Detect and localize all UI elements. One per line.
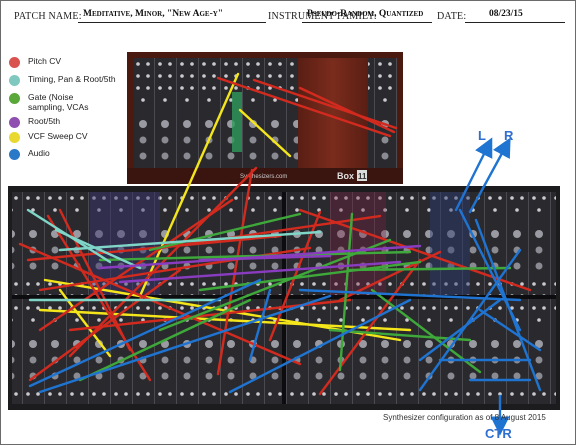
legend-item-gate: Gate (Noise sampling, VCAs [9, 92, 112, 112]
legend-label: Gate (Noise sampling, VCAs [28, 92, 89, 112]
legend-item-pitch-cv: Pitch CV [9, 56, 128, 68]
bottom-right-upper-bank [286, 192, 556, 296]
patch-name-label: PATCH NAME: [14, 11, 82, 22]
date-value: 08/23/15 [489, 9, 523, 19]
patch-cables [18, 72, 542, 436]
blue-module-tint [430, 192, 470, 296]
legend-item-root-5th: Root/5th [9, 116, 128, 128]
configuration-caption: Synthesizer configuration as of 8 August… [383, 413, 546, 422]
green-display [232, 92, 242, 152]
right-output-label: R [504, 128, 514, 143]
date-label: DATE: [437, 11, 467, 22]
legend-item-audio: Audio [9, 148, 128, 160]
instrument-family-value: Pseudo-Random, Quantized [307, 9, 424, 19]
box-label: Box [337, 171, 354, 181]
legend-label: Root/5th [28, 116, 61, 126]
center-output-label: CTR [485, 426, 512, 441]
left-output-label: L [478, 128, 486, 143]
instrument-family-underline [302, 22, 432, 23]
top-module-bank [134, 58, 298, 170]
legend-item-timing: Timing, Pan & Root/5th [9, 74, 128, 86]
box-number-badge [357, 170, 367, 181]
legend-item-vcf-sweep: VCF Sweep CV [9, 131, 128, 143]
legend-label: Timing, Pan & Root/5th [28, 74, 116, 84]
row-divider [12, 295, 556, 299]
date-underline [465, 22, 565, 23]
patch-name-underline [78, 22, 266, 23]
legend-label: VCF Sweep CV [28, 131, 88, 141]
box-number: 11 [358, 172, 367, 181]
legend-swatch [9, 117, 20, 128]
patch-name-value: Meditative, Minor, "New Age-y" [83, 9, 224, 19]
legend-label: Audio [28, 148, 50, 158]
instrument-family-label: INSTRUMENT FAMILY: [268, 11, 377, 22]
legend-swatch [9, 132, 20, 143]
legend-swatch [9, 57, 20, 68]
box-brand: Synthesizers.com [240, 174, 287, 180]
legend-label: Pitch CV [28, 56, 62, 66]
top-right-modules [368, 58, 398, 170]
legend-swatch [9, 93, 20, 104]
legend-swatch [9, 149, 20, 160]
legend-swatch [9, 75, 20, 86]
